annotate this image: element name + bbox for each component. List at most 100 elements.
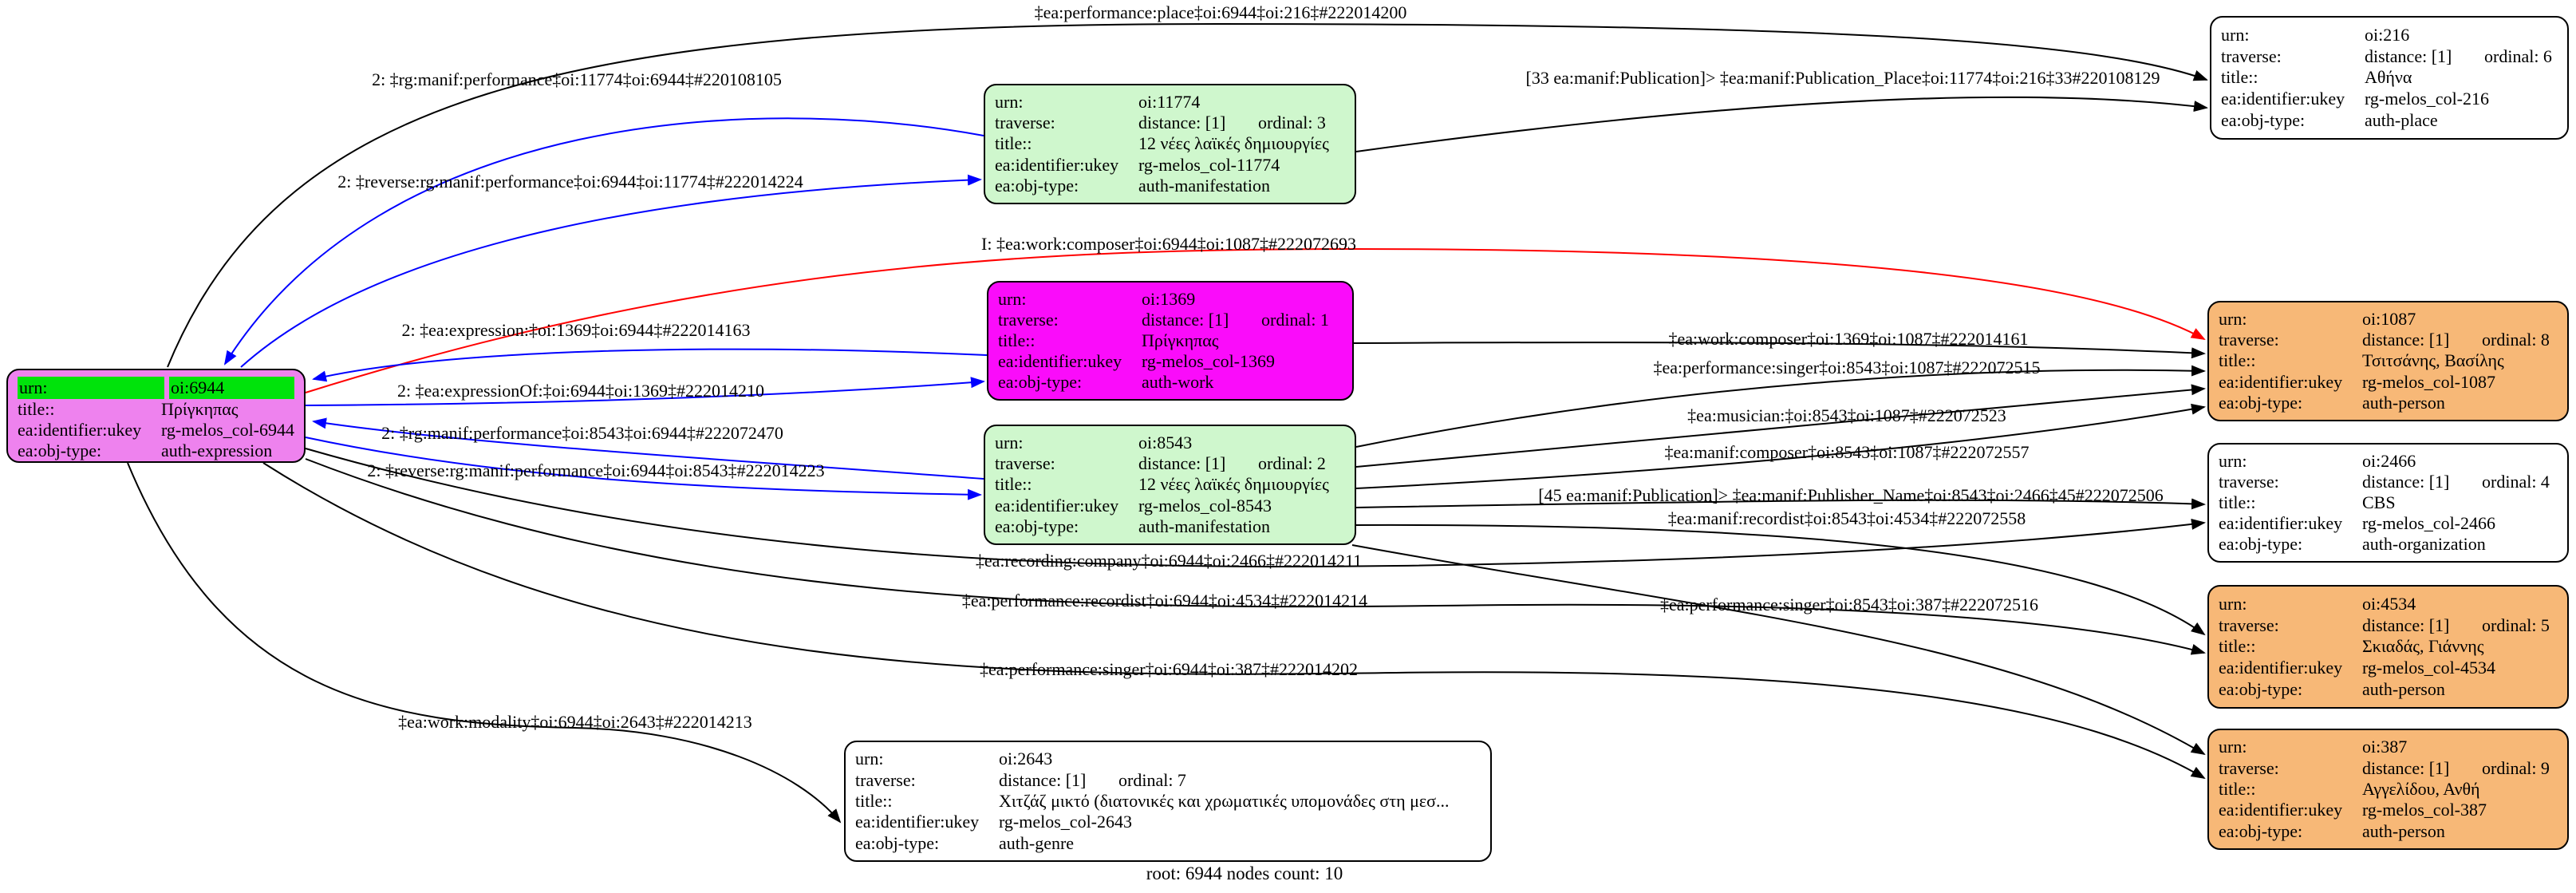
row-value: auth-manifestation bbox=[1138, 175, 1270, 196]
row-key: ea:obj-type: bbox=[2219, 679, 2303, 700]
row-value: auth-expression bbox=[161, 441, 273, 460]
row-key: urn: bbox=[2219, 737, 2247, 757]
edge-label: 2: ‡reverse:rg:manif:performance‡oi:6944… bbox=[337, 172, 803, 192]
node-oi-11774[interactable]: urn:oi:11774 traverse:distance: [1]ordin… bbox=[984, 84, 1356, 204]
row-key: urn: bbox=[995, 92, 1024, 113]
row-key: ea:obj-type: bbox=[995, 175, 1079, 196]
node-row-urn: urn:oi:2643 bbox=[855, 749, 1481, 769]
traverse-ordinal: ordinal: 1 bbox=[1261, 310, 1329, 330]
row-key: title:: bbox=[2219, 350, 2256, 371]
row-key: traverse: bbox=[855, 769, 916, 790]
edge-label: [45 ea:manif:Publication]> ‡ea:manif:Pub… bbox=[1538, 485, 2164, 505]
edge-performance-singer-8543-387 bbox=[1351, 544, 2206, 756]
traverse-ordinal: ordinal: 5 bbox=[2482, 614, 2550, 635]
row-key: ea:obj-type: bbox=[995, 516, 1079, 536]
row-key: ea:obj-type: bbox=[2221, 110, 2306, 131]
edge-label: I: ‡ea:work:composer‡oi:6944‡oi:1087‡#22… bbox=[981, 234, 1356, 254]
node-row-title: title::Τσιτσάνης, Βασίλης bbox=[2219, 350, 2558, 371]
row-key: urn: bbox=[998, 289, 1027, 309]
traverse-distance: distance: [1] bbox=[2362, 330, 2450, 350]
node-row-traverse: traverse:distance: [1]ordinal: 4 bbox=[2219, 472, 2558, 492]
row-key: ea:identifier:ukey bbox=[2219, 658, 2343, 678]
row-value: auth-genre bbox=[999, 832, 1075, 853]
traverse-ordinal: ordinal: 6 bbox=[2484, 45, 2552, 66]
edge-performance-recordist-6944-4534 bbox=[305, 458, 2206, 655]
edge-manif-recordist-8543-4534 bbox=[1355, 524, 2206, 636]
node-row-traverse: traverse:distance: [1]ordinal: 2 bbox=[995, 453, 1345, 474]
node-row-title: title::Αγγελίδου, Ανθή bbox=[2219, 779, 2558, 800]
edge-label: ‡ea:musician:‡oi:8543‡oi:1087‡#222072523 bbox=[1687, 405, 2006, 425]
edge-recording-company-6944-2466 bbox=[305, 448, 2206, 567]
edge-expression-of-6944-1369 bbox=[305, 377, 985, 406]
traverse-distance: distance: [1] bbox=[2365, 45, 2452, 66]
edge-label: ‡ea:manif:composer‡oi:8543‡oi:1087‡#2220… bbox=[1664, 442, 2030, 462]
row-value: oi:2466 bbox=[2362, 451, 2416, 471]
traverse-distance: distance: [1] bbox=[2362, 614, 2450, 635]
row-key: title:: bbox=[998, 330, 1036, 350]
row-key: ea:identifier:ukey bbox=[995, 154, 1119, 175]
edge-work-composer-1369-1087 bbox=[1353, 342, 2206, 359]
row-value: rg-melos_col-11774 bbox=[1138, 154, 1280, 175]
row-key: traverse: bbox=[998, 310, 1059, 330]
edge-label: 2: ‡rg:manif:performance‡oi:8543‡oi:6944… bbox=[381, 423, 783, 443]
row-value: auth-manifestation bbox=[1138, 516, 1270, 536]
node-oi-4534[interactable]: urn:oi:4534 traverse:distance: [1]ordina… bbox=[2207, 585, 2569, 709]
row-value: Χιτζάζ μικτό (διατονικές και χρωματικές … bbox=[999, 790, 1450, 811]
row-value: auth-person bbox=[2362, 392, 2445, 413]
node-row-ukey: ea:identifier:ukey rg-melos_col-4534 bbox=[2219, 658, 2558, 678]
row-key: urn: bbox=[2219, 309, 2247, 330]
node-row-urn: urn:oi:216 bbox=[2221, 25, 2558, 45]
row-value: rg-melos_col-1087 bbox=[2362, 371, 2496, 392]
row-value: Αγγελίδου, Ανθή bbox=[2362, 778, 2480, 799]
row-value: distance: [1] ordinal: 8 bbox=[2362, 330, 2558, 350]
edge-label: [33 ea:manif:Publication]> ‡ea:manif:Pub… bbox=[1525, 68, 2160, 88]
row-value: Πρίγκηπας bbox=[1142, 330, 1219, 350]
row-value: oi:387 bbox=[2362, 737, 2408, 757]
node-row-objtype: ea:obj-type:auth-expression bbox=[18, 441, 294, 461]
node-row-objtype: ea:obj-type: auth-manifestation bbox=[995, 516, 1345, 537]
edge-expression-1369-6944 bbox=[312, 348, 988, 382]
row-value: Πρίγκηπας bbox=[161, 399, 239, 419]
node-oi-6944[interactable]: urn:oi:6944 title::Πρίγκηπας ea:identifi… bbox=[6, 369, 306, 463]
row-key: traverse: bbox=[2219, 757, 2279, 778]
edge-label: ‡ea:performance:recordist‡oi:6944‡oi:453… bbox=[961, 591, 1368, 610]
row-value: Σκιαδάς, Γιάννης bbox=[2362, 636, 2484, 657]
edge-rg-manif-performance-11774-6944 bbox=[223, 117, 984, 365]
row-key: title:: bbox=[995, 474, 1032, 495]
node-row-urn: urn:oi:1369 bbox=[998, 289, 1343, 310]
traverse-distance: distance: [1] bbox=[2362, 472, 2450, 492]
node-oi-8543[interactable]: urn:oi:8543 traverse:distance: [1]ordina… bbox=[984, 425, 1356, 545]
node-oi-1369[interactable]: urn:oi:1369 traverse:distance: [1]ordina… bbox=[987, 281, 1354, 401]
row-value: rg-melos_col-4534 bbox=[2362, 658, 2496, 678]
edge-label: 2: ‡ea:expressionOf:‡oi:6944‡oi:1369‡#22… bbox=[396, 381, 765, 401]
node-oi-387[interactable]: urn: oi:387 traverse:distance: [1]ordinal… bbox=[2207, 729, 2569, 850]
node-oi-2466[interactable]: urn:oi:2466 traverse:distance: [1]ordina… bbox=[2207, 443, 2569, 563]
row-value: distance: [1]ordinal: 3 bbox=[1138, 113, 1345, 133]
node-row-objtype: ea:obj-type:auth-organization bbox=[2219, 534, 2558, 555]
row-value: oi:2643 bbox=[999, 749, 1053, 769]
edge-work-modality-6944-2643 bbox=[127, 462, 842, 824]
edge-performance-singer-8543-1087 bbox=[1355, 365, 2206, 448]
node-oi-216[interactable]: urn:oi:216 traverse:distance: [1]ordinal… bbox=[2210, 16, 2569, 140]
node-oi-2643[interactable]: urn:oi:2643 traverse:distance: [1]ordina… bbox=[844, 741, 1492, 862]
row-key: urn: bbox=[18, 377, 164, 399]
traverse-distance: distance: [1] bbox=[1138, 113, 1226, 133]
traverse-ordinal: ordinal: 4 bbox=[2482, 472, 2550, 492]
row-key: title:: bbox=[18, 399, 55, 419]
traverse-ordinal: ordinal: 8 bbox=[2482, 330, 2550, 350]
edge-label: 2: ‡ea:expression:‡oi:1369‡oi:6944‡#2220… bbox=[401, 320, 751, 340]
node-row-objtype: ea:obj-type:auth-work bbox=[998, 372, 1343, 393]
node-row-traverse: traverse:distance: [1]ordinal: 9 bbox=[2219, 758, 2558, 779]
node-oi-1087[interactable]: urn:oi:1087 traverse:distance: [1]ordina… bbox=[2207, 301, 2569, 421]
node-row-ukey: ea:identifier:ukey rg-melos_col-11774 bbox=[995, 155, 1345, 176]
row-key: urn: bbox=[2219, 451, 2247, 471]
row-value: auth-work bbox=[1142, 372, 1214, 392]
node-row-traverse: traverse:distance: [1]ordinal: 1 bbox=[998, 310, 1343, 330]
edge-work-composer-6944-1087 bbox=[305, 247, 2206, 393]
row-key: ea:obj-type: bbox=[2219, 820, 2303, 841]
row-key: traverse: bbox=[2219, 614, 2279, 635]
